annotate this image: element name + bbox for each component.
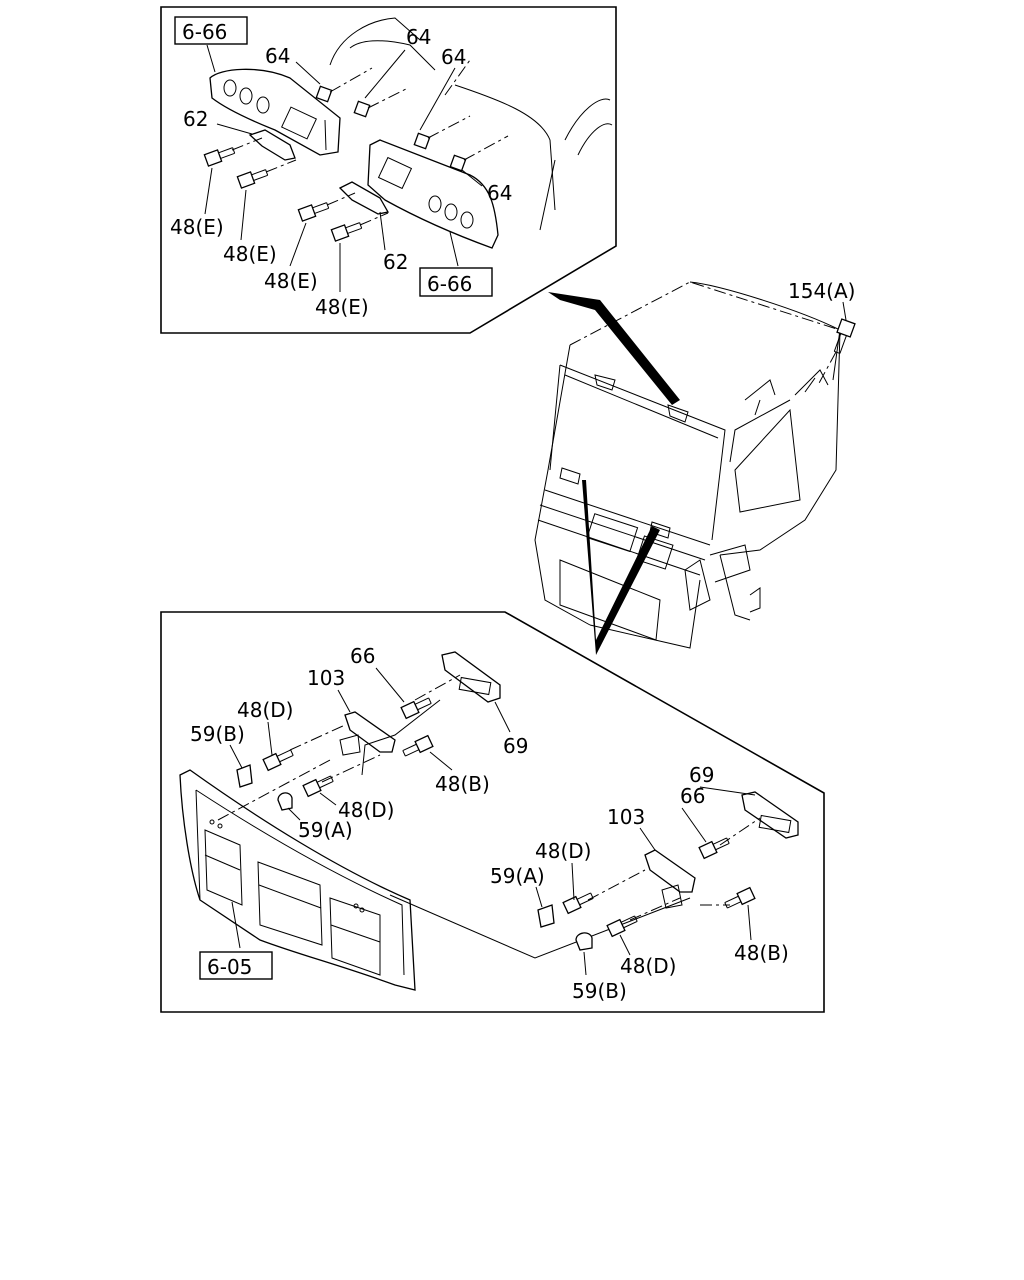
pointer-arrows — [548, 292, 680, 655]
hinge-assembly-left — [217, 651, 501, 821]
garnish-panel-right — [367, 139, 499, 249]
part-48e-label: 48(E) — [223, 242, 277, 266]
part-48e-label: 48(E) — [264, 269, 318, 293]
ref-6-66-top-label: 6-66 — [182, 20, 227, 44]
part-64-label: 64 — [406, 25, 431, 49]
part-64-label: 64 — [265, 44, 290, 68]
part-64-label: 64 — [487, 181, 512, 205]
garnish-panel-left — [209, 68, 341, 156]
ref-6-66-bottom-label: 6-66 — [427, 272, 472, 296]
part-59b-label: 59(B) — [572, 979, 627, 1003]
part-103-label: 103 — [607, 805, 645, 829]
part-48b-label: 48(B) — [734, 941, 789, 965]
part-48b-label: 48(B) — [435, 772, 490, 796]
part-69-label: 69 — [503, 734, 528, 758]
part-66-label: 66 — [680, 784, 705, 808]
truck-cab — [534, 281, 841, 649]
bracket-62-parts — [248, 129, 390, 215]
leaders-top — [204, 44, 483, 292]
ref-6-05-label: 6-05 — [207, 955, 252, 979]
top-cab-background — [329, 17, 613, 231]
bottom-detail-frame — [160, 611, 825, 1013]
cap-59-parts — [236, 764, 593, 951]
part-48e-label: 48(E) — [315, 295, 369, 319]
part-48d-label: 48(D) — [620, 954, 676, 978]
part-69-label: 69 — [689, 763, 714, 787]
bolt-154a-part — [817, 301, 856, 386]
bolt-48-bottom-parts — [262, 697, 756, 938]
top-detail-frame — [160, 6, 617, 334]
part-48d-label: 48(D) — [338, 798, 394, 822]
part-59a-label: 59(A) — [490, 864, 545, 888]
part-59a-label: 59(A) — [298, 818, 353, 842]
bolt-48e-parts — [203, 137, 389, 242]
part-48d-label: 48(D) — [237, 698, 293, 722]
leaders-bottom — [229, 667, 756, 976]
clip-64-parts — [315, 67, 509, 172]
part-103-label: 103 — [307, 666, 345, 690]
part-59b-label: 59(B) — [190, 722, 245, 746]
part-48e-label: 48(E) — [170, 215, 224, 239]
part-64-label: 64 — [441, 45, 466, 69]
front-grille-panel — [179, 769, 416, 991]
part-66-label: 66 — [350, 644, 375, 668]
part-48d-label: 48(D) — [535, 839, 591, 863]
hinge-assembly-right — [389, 791, 799, 959]
reference-boxes — [174, 16, 493, 980]
part-62-label: 62 — [183, 107, 208, 131]
part-62-label: 62 — [383, 250, 408, 274]
part-154a-label: 154(A) — [788, 279, 855, 303]
